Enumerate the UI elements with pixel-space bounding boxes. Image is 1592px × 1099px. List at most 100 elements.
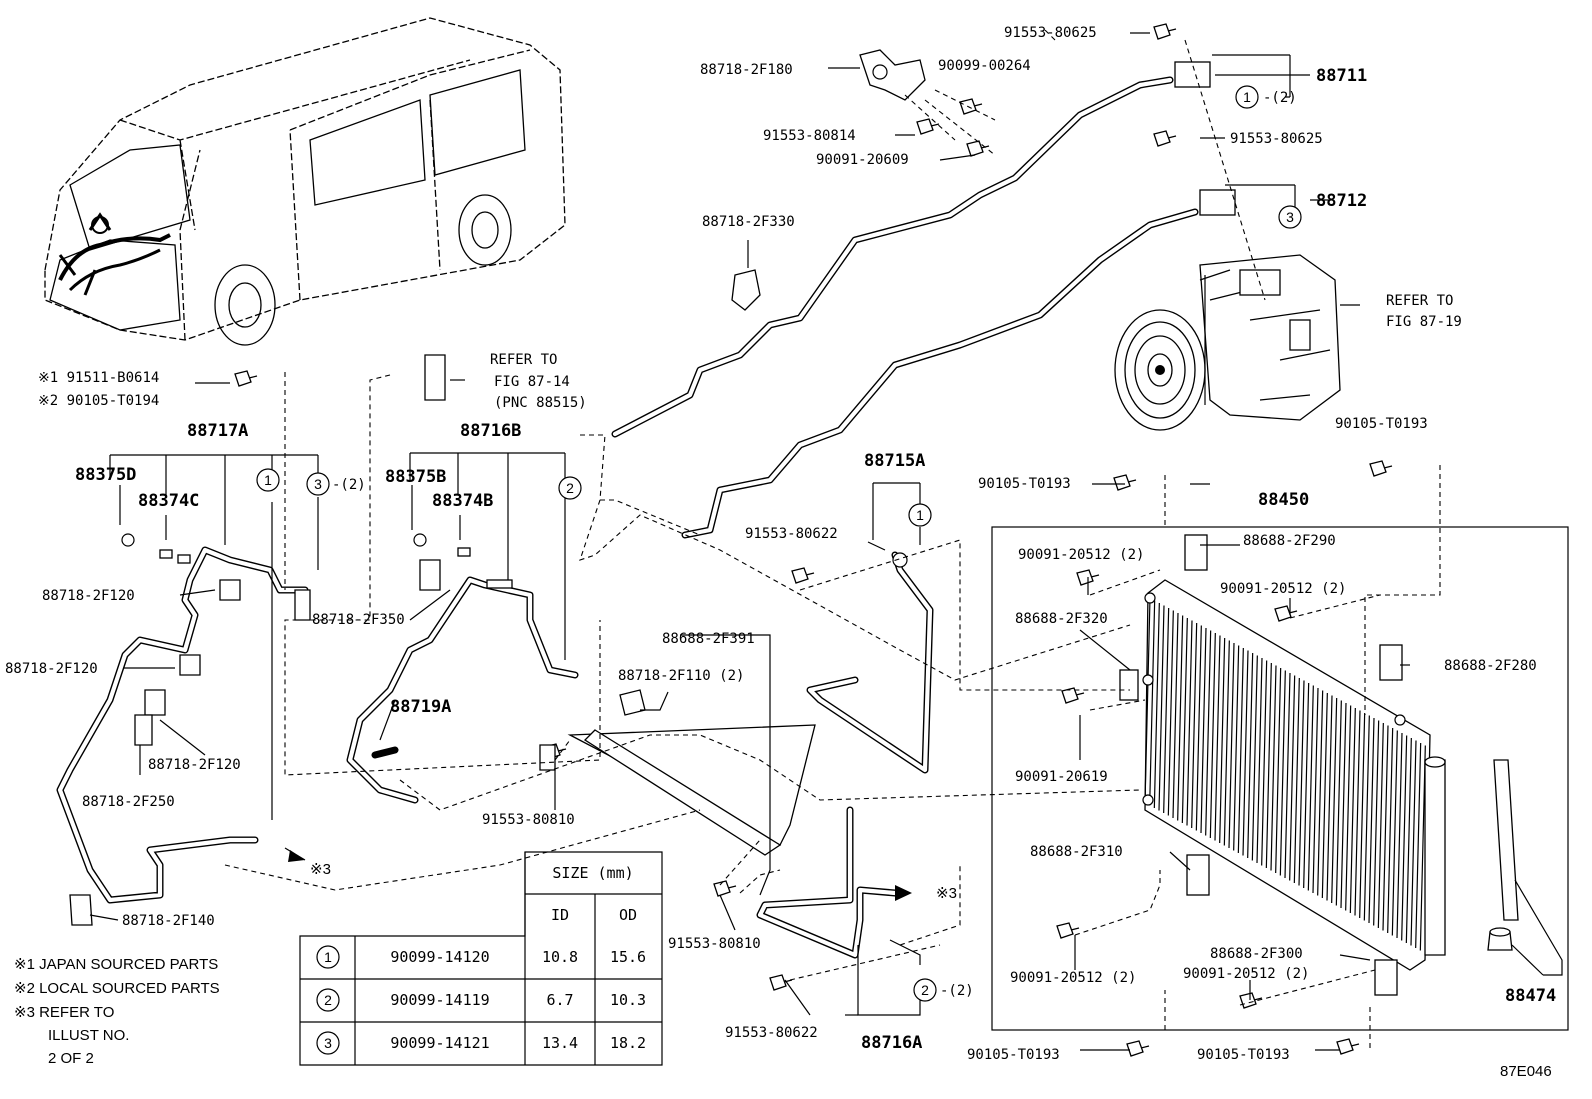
label-88718-2F330: 88718-2F330 [702, 214, 795, 230]
row3-part: 90099-14121 [390, 1034, 489, 1052]
label-91553-80810-a: 91553-80810 [482, 812, 575, 828]
size-header: SIZE (mm) [552, 864, 633, 882]
footnotes: ※1 JAPAN SOURCED PARTS ※2 LOCAL SOURCED … [14, 956, 220, 1067]
diagram-id: 87E046 [1500, 1063, 1552, 1080]
van-illustration [44, 17, 566, 346]
label-91553-80622-b: 91553-80622 [725, 1025, 818, 1041]
label-88715A: 88715A [864, 451, 925, 471]
qty-88717A: -(2) [332, 477, 366, 493]
label-refer-87-19-b: FIG 87-19 [1386, 314, 1462, 330]
bolt-icon [1113, 474, 1137, 491]
dashed-leaders [224, 29, 1441, 1048]
bolt-icon [1056, 922, 1080, 939]
solid-leaders [89, 32, 1410, 1051]
bolt-icon [1274, 605, 1298, 622]
label-88717A: 88717A [187, 421, 248, 441]
label-90091-20512-c: 90091-20512 (2) [1010, 970, 1136, 986]
label-88719A: 88719A [390, 697, 451, 717]
label-88712: 88712 [1316, 191, 1367, 211]
row2-id: 6.7 [546, 991, 573, 1009]
label-90105-T0193-b: 90105-T0193 [978, 476, 1071, 492]
row1-mark: 1 [324, 949, 332, 965]
row2-part: 90099-14119 [390, 991, 489, 1009]
svg-text:2: 2 [566, 480, 574, 496]
label-refer-87-14-b: FIG 87-14 [494, 374, 570, 390]
part-labels: 91553-80625 88718-2F180 90099-00264 8871… [5, 25, 1556, 1080]
row3-od: 18.2 [610, 1034, 646, 1052]
label-refer-87-19-a: REFER TO [1386, 293, 1453, 309]
bolt-icon [1153, 130, 1177, 147]
small-parts [69, 23, 1393, 1057]
label-88474: 88474 [1505, 986, 1556, 1006]
label-91553-80814: 91553-80814 [763, 128, 856, 144]
svg-text:1: 1 [264, 472, 272, 488]
receiver-dryer-88474 [1487, 759, 1563, 976]
label-90105-T0193-c: 90105-T0193 [967, 1047, 1060, 1063]
label-refer-87-14-a: REFER TO [490, 352, 557, 368]
label-90091-20619: 90091-20619 [1015, 769, 1108, 785]
size-table: SIZE (mm) ID OD 1 90099-14120 10.8 15.6 … [299, 851, 663, 1066]
pipe-88716A [756, 806, 899, 959]
row3-mark: 3 [324, 1035, 332, 1051]
label-90091-20512-a: 90091-20512 (2) [1018, 547, 1144, 563]
row1-part: 90099-14120 [390, 948, 489, 966]
label-88450: 88450 [1258, 490, 1309, 510]
svg-text:2: 2 [921, 982, 929, 998]
label-88716A: 88716A [861, 1033, 922, 1053]
label-88718-2F140: 88718-2F140 [122, 913, 215, 929]
pipe-88715A [806, 551, 934, 774]
note-refer-to: ※3 REFER TO [14, 1004, 114, 1021]
bolt-icon [1336, 1038, 1360, 1055]
label-88688-2F320: 88688-2F320 [1015, 611, 1108, 627]
bolt-icon [769, 974, 793, 991]
label-91511-B0614: ※1 91511-B0614 [38, 370, 159, 386]
label-88688-2F280: 88688-2F280 [1444, 658, 1537, 674]
bolt-icon [1076, 569, 1100, 586]
note-local-sourced: ※2 LOCAL SOURCED PARTS [14, 980, 220, 997]
bolt-icon [234, 370, 258, 387]
size-col-od: OD [619, 906, 637, 924]
label-90091-20609: 90091-20609 [816, 152, 909, 168]
label-88688-2F290: 88688-2F290 [1243, 533, 1336, 549]
compressor [1114, 254, 1341, 431]
label-88718-2F120-a: 88718-2F120 [42, 588, 135, 604]
condenser-88450 [991, 526, 1569, 1031]
label-91553-80622-a: 91553-80622 [745, 526, 838, 542]
pipe-88716B [346, 576, 579, 804]
label-88718-2F120-c: 88718-2F120 [148, 757, 241, 773]
row3-id: 13.4 [542, 1034, 578, 1052]
label-90105-T0194: ※2 90105-T0194 [38, 393, 159, 409]
label-88716B: 88716B [460, 421, 521, 441]
row2-od: 10.3 [610, 991, 646, 1009]
row1-id: 10.8 [542, 948, 578, 966]
label-90099-00264: 90099-00264 [938, 58, 1031, 74]
pipe-88712-discharge [681, 208, 1199, 539]
svg-text:3: 3 [1286, 209, 1294, 225]
bolt-icon [1369, 460, 1393, 477]
bolt-icon [713, 880, 737, 897]
label-88718-2F250: 88718-2F250 [82, 794, 175, 810]
label-88711: 88711 [1316, 66, 1367, 86]
bolt-icon [1061, 687, 1085, 704]
label-88718-2F350: 88718-2F350 [312, 612, 405, 628]
label-88688-2F300: 88688-2F300 [1210, 946, 1303, 962]
svg-text:3: 3 [314, 476, 322, 492]
label-90105-T0193-d: 90105-T0193 [1197, 1047, 1290, 1063]
ref3-mark-right: ※3 [936, 885, 957, 902]
note-japan-sourced: ※1 JAPAN SOURCED PARTS [14, 956, 218, 973]
label-88375B: 88375B [385, 467, 446, 487]
label-91553-80625: 91553-80625 [1004, 25, 1097, 41]
label-88718-2F110: 88718-2F110 (2) [618, 668, 744, 684]
label-90091-20512-b: 90091-20512 (2) [1220, 581, 1346, 597]
callout-markers: 1 3 1 3 2 1 2 [256, 85, 1302, 1002]
label-91553-80810-b: 91553-80810 [668, 936, 761, 952]
note-2-of-2: 2 OF 2 [48, 1050, 94, 1067]
bolt-icon [1153, 23, 1177, 40]
label-88718-2F180: 88718-2F180 [700, 62, 793, 78]
ref3-mark-left: ※3 [310, 861, 331, 878]
label-88688-2F310: 88688-2F310 [1030, 844, 1123, 860]
label-88718-2F120-b: 88718-2F120 [5, 661, 98, 677]
bolt-icon [1126, 1040, 1150, 1057]
size-col-id: ID [551, 906, 569, 924]
